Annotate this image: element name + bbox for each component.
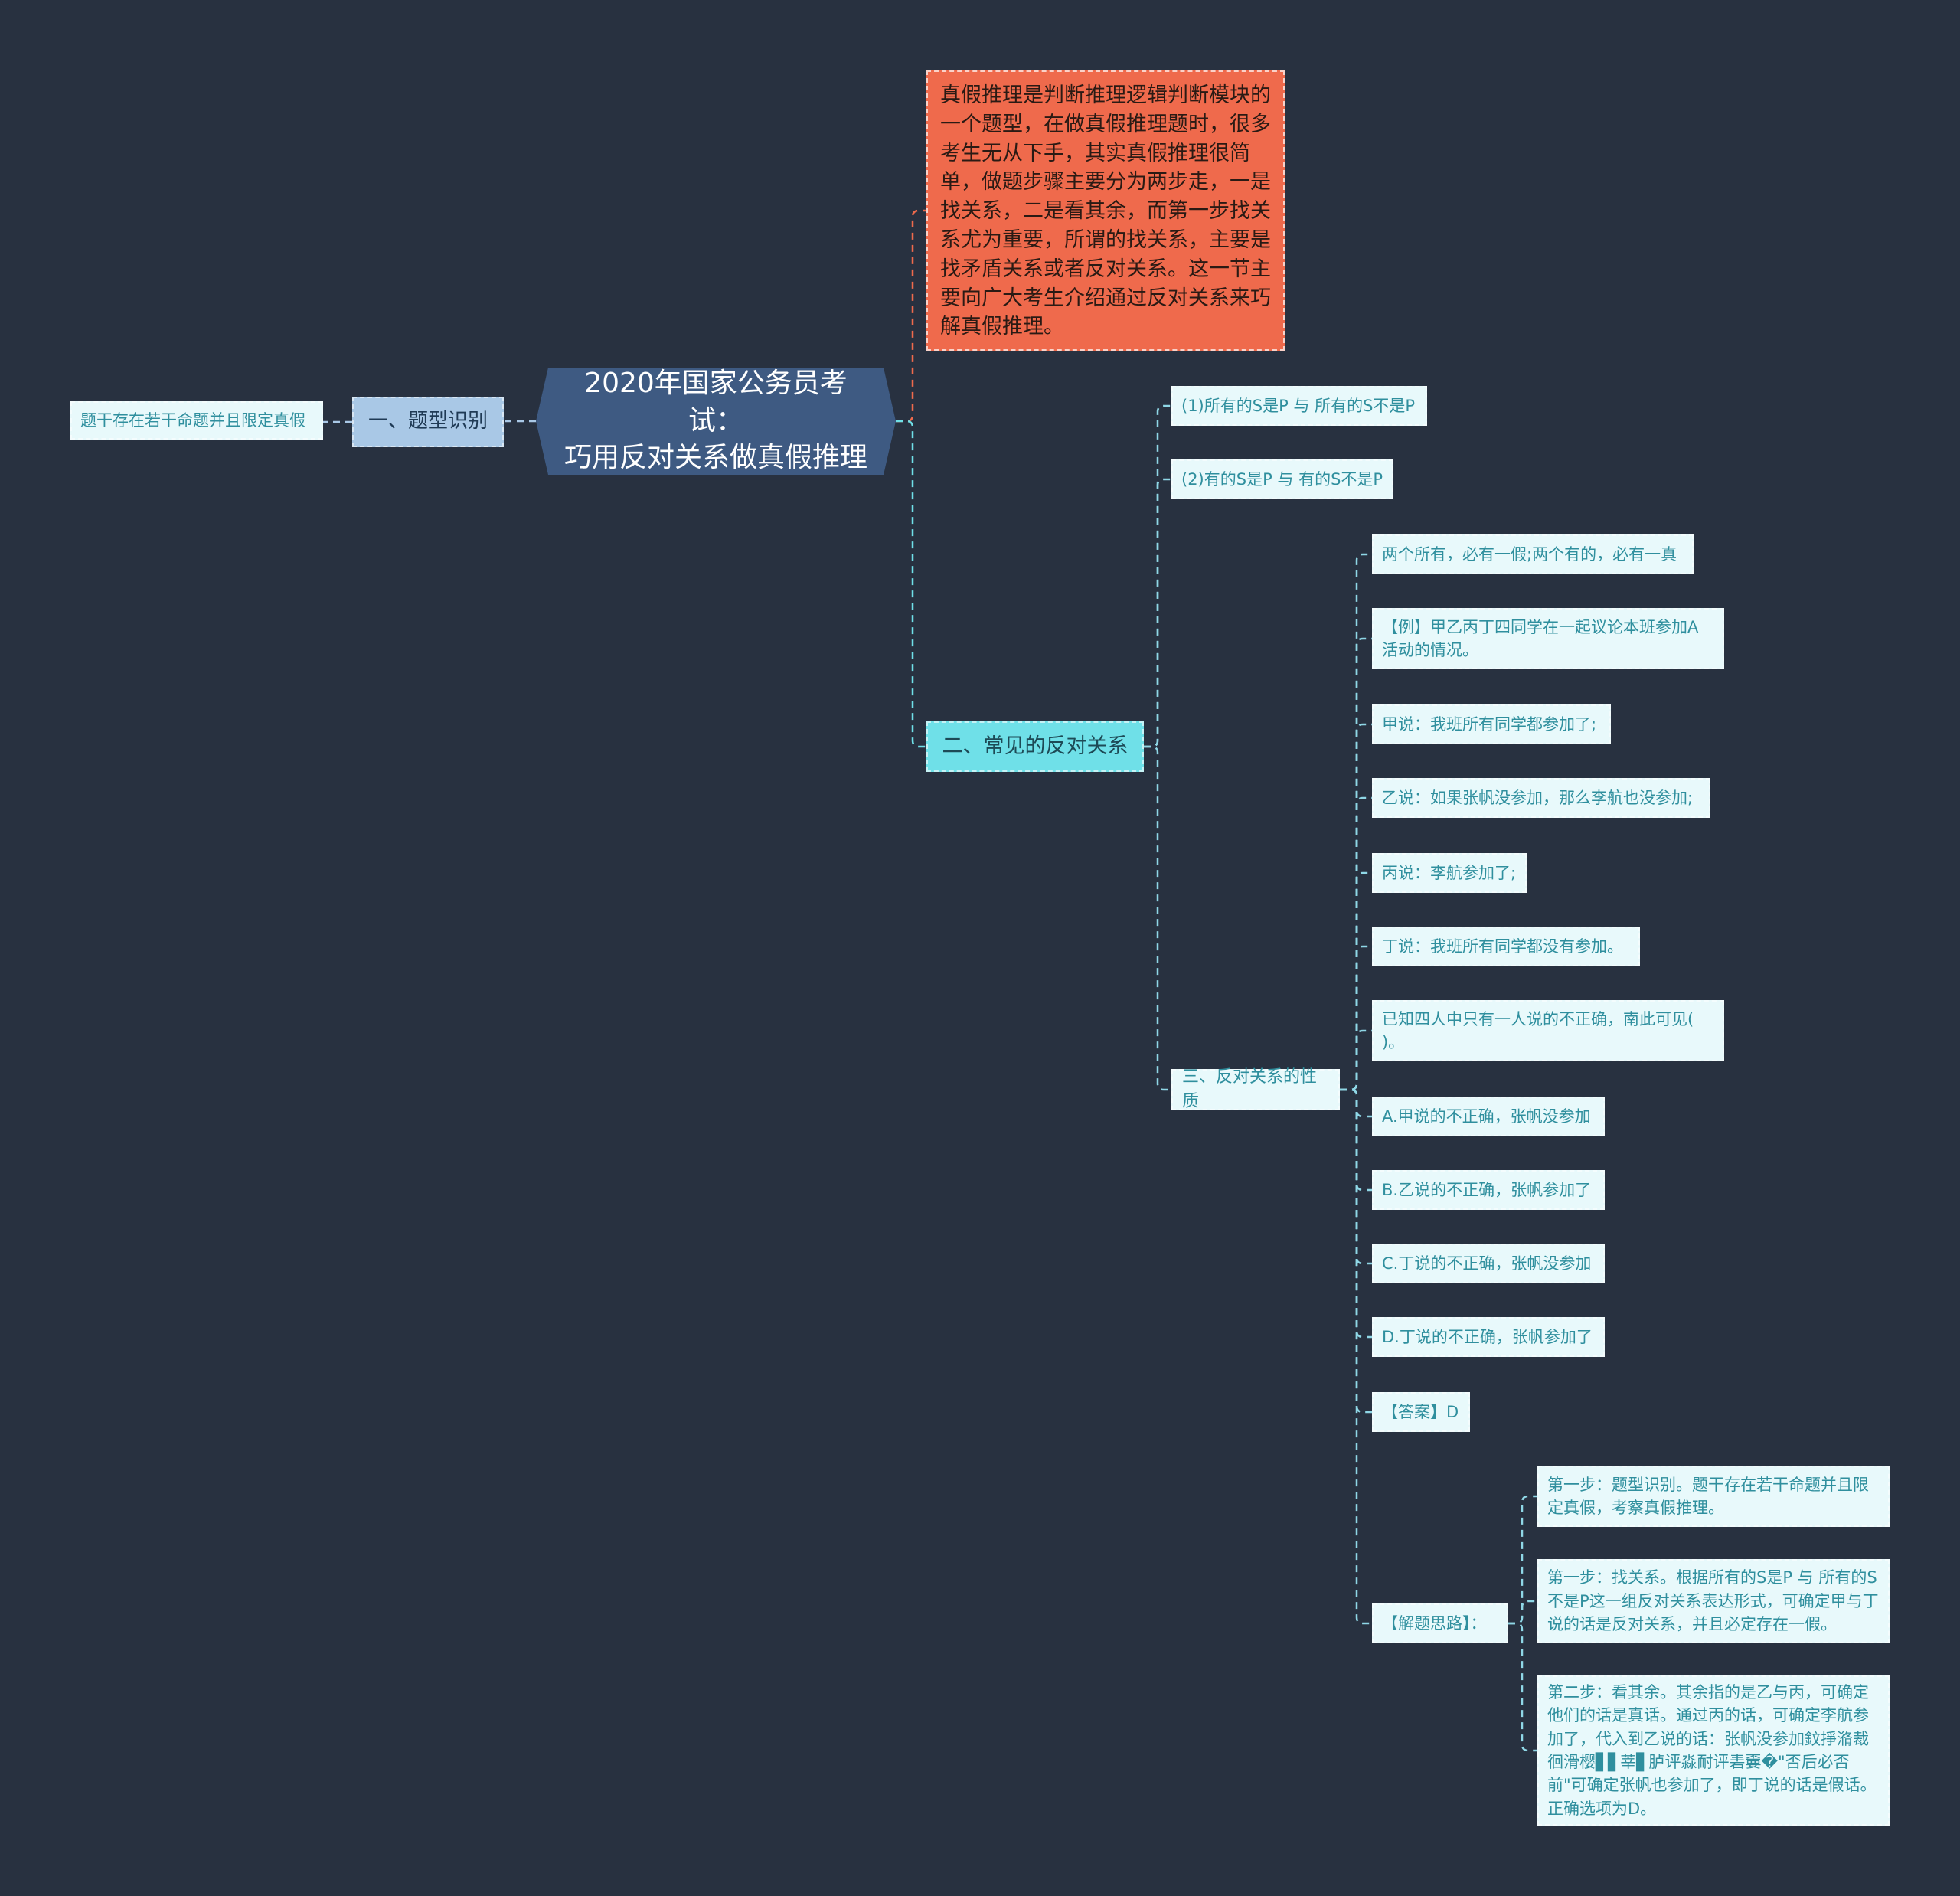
connector-n-sol — [1340, 1088, 1372, 1625]
leaf-solution[interactable]: 【解题思路】： — [1372, 1603, 1508, 1643]
section-contrary-properties[interactable]: 三、反对关系的性质 — [1171, 1067, 1340, 1111]
leaf-jia[interactable]: 甲说：我班所有同学都参加了; — [1372, 704, 1611, 744]
solution-step-1[interactable]: 第一步：题型识别。题干存在若干命题并且限定真假，考察真假推理。 — [1537, 1466, 1890, 1527]
root-topic[interactable]: 2020年国家公务员考试： 巧用反对关系做真假推理 — [536, 368, 896, 475]
connector-n-st2 — [1508, 1622, 1537, 1752]
leaf-option-b[interactable]: B.乙说的不正确，张帆参加了 — [1372, 1170, 1605, 1210]
solution-step-2[interactable]: 第一步：找关系。根据所有的S是P 与 所有的S不是P这一组反对关系表达形式，可确… — [1537, 1559, 1890, 1643]
leaf-bing[interactable]: 丙说：李航参加了; — [1372, 853, 1527, 893]
connector-n-l1 — [1340, 637, 1372, 1091]
leaf-yi[interactable]: 乙说：如果张帆没参加，那么李航也没参加; — [1372, 778, 1710, 818]
connector-n-s3 — [1144, 745, 1171, 1091]
connector-n-l6 — [1340, 1029, 1372, 1091]
root-title-line1: 2020年国家公务员考试： — [584, 368, 848, 436]
leaf-ding[interactable]: 丁说：我班所有同学都没有参加。 — [1372, 927, 1640, 966]
solution-step-3[interactable]: 第二步：看其余。其余指的是乙与丙，可确定他们的话是真话。通过丙的话，可确定李航参… — [1537, 1675, 1890, 1826]
leaf-option-c[interactable]: C.丁说的不正确，张帆没参加 — [1372, 1244, 1605, 1283]
leaf-rule[interactable]: 两个所有，必有一假;两个有的，必有一真 — [1372, 534, 1694, 574]
leaf-question-type-desc[interactable]: 题干存在若干命题并且限定真假 — [70, 401, 323, 440]
leaf-option-d[interactable]: D.丁说的不正确，张帆参加了 — [1372, 1317, 1605, 1357]
leaf-question[interactable]: 已知四人中只有一人说的不正确，南此可见( )。 — [1372, 1000, 1724, 1061]
connector-n-i2 — [1144, 478, 1171, 748]
item-some-s-p[interactable]: (2)有的S是P 与 有的S不是P — [1171, 459, 1393, 499]
leaf-option-a[interactable]: A.甲说的不正确，张帆没参加 — [1372, 1097, 1605, 1136]
branch-question-type[interactable]: 一、题型识别 — [352, 397, 504, 447]
connector-n-st1 — [1508, 1600, 1537, 1625]
connector-n-st0 — [1508, 1495, 1537, 1625]
root-title-line2: 巧用反对关系做真假推理 — [564, 442, 867, 474]
connector-n-b2 — [896, 420, 926, 748]
intro-note[interactable]: 真假推理是判断推理逻辑判断模块的一个题型，在做真假推理题时，很多考生无从下手，其… — [926, 70, 1285, 351]
leaf-answer[interactable]: 【答案】D — [1372, 1392, 1470, 1432]
branch-common-contrary[interactable]: 二、常见的反对关系 — [926, 721, 1144, 772]
leaf-example[interactable]: 【例】甲乙丙丁四同学在一起议论本班参加A活动的情况。 — [1372, 608, 1724, 669]
connector-n-intro — [896, 209, 926, 423]
connector-n-l5 — [1340, 945, 1372, 1091]
item-all-s-p[interactable]: (1)所有的S是P 与 所有的S不是P — [1171, 386, 1427, 426]
